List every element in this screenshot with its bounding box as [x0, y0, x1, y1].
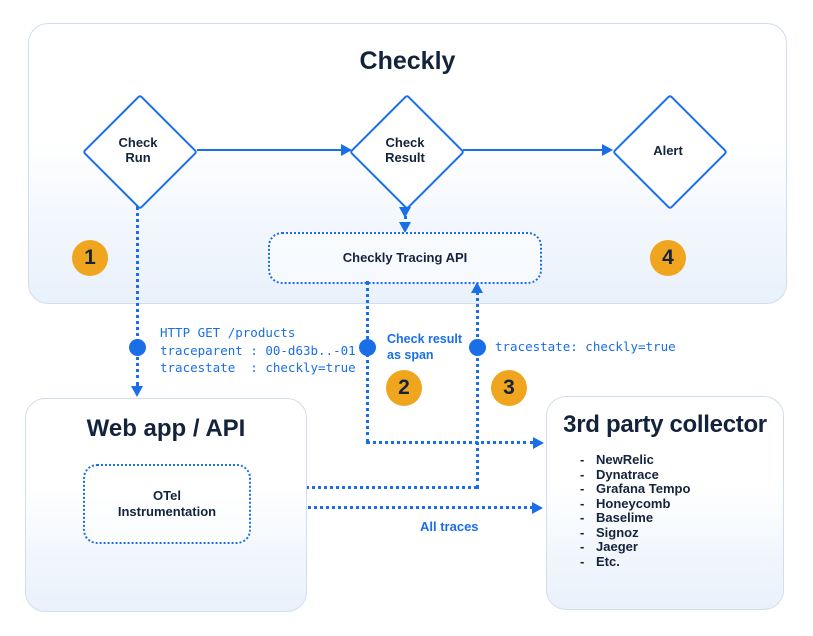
step-badge-2: 2 [386, 370, 422, 406]
checkly-panel-title: Checkly [359, 47, 456, 75]
collector-item: Baselime [580, 510, 690, 526]
collector-item: Signoz [580, 525, 690, 541]
all-traces-arrowhead [532, 502, 543, 514]
tracestate-annotation: tracestate: checkly=true [495, 339, 676, 354]
step-badge-1: 1 [72, 240, 108, 276]
collector-item: NewRelic [580, 452, 690, 468]
collector-item: Etc. [580, 554, 690, 570]
check-run-label: Check Run [118, 135, 158, 165]
result-to-api-arrowhead-top [399, 207, 411, 218]
flow3-dot [469, 339, 486, 356]
all-traces-label: All traces [420, 519, 479, 534]
step-badge-3: 3 [491, 370, 527, 406]
step-badge-4: 4 [650, 240, 686, 276]
collector-item: Grafana Tempo [580, 481, 690, 497]
alert-label: Alert [653, 143, 683, 158]
all-traces-line [247, 506, 533, 509]
collector-item: Jaeger [580, 539, 690, 555]
check-run-to-result-arrowhead [341, 144, 352, 156]
check-run-to-result-line [197, 149, 342, 151]
check-result-as-span-label: Check result as span [387, 332, 463, 362]
flow2-arrowhead [533, 437, 544, 449]
flow3-arrowhead [471, 282, 483, 293]
otel-box: OTel Instrumentation [83, 464, 251, 544]
flow1-vertical-line [136, 206, 139, 386]
flow2-horizontal-line [366, 441, 534, 444]
otel-label: OTel Instrumentation [117, 488, 217, 519]
flow2-dot [359, 339, 376, 356]
flow1-dot [129, 339, 146, 356]
tracing-api-box: Checkly Tracing API [268, 232, 542, 284]
collector-panel-title: 3rd party collector [563, 411, 767, 438]
tracing-api-label: Checkly Tracing API [342, 250, 468, 265]
check-result-label: Check Result [385, 135, 425, 165]
collector-item: Dynatrace [580, 467, 690, 483]
flow1-arrowhead [131, 386, 143, 397]
result-to-api-arrowhead-bottom [399, 222, 411, 233]
collector-panel: 3rd party collector NewRelicDynatraceGra… [546, 396, 784, 610]
result-to-alert-line [463, 149, 603, 151]
collector-list: NewRelicDynatraceGrafana TempoHoneycombB… [580, 452, 690, 570]
flow3-vertical-line [476, 291, 479, 489]
otel-top-horizontal-line [247, 486, 477, 489]
web-app-panel-title: Web app / API [86, 415, 246, 442]
result-to-alert-arrowhead [602, 144, 613, 156]
collector-item: Honeycomb [580, 496, 690, 512]
flow2-vertical-line [366, 281, 369, 443]
http-trace-annotation: HTTP GET /products traceparent : 00-d63b… [160, 325, 356, 375]
